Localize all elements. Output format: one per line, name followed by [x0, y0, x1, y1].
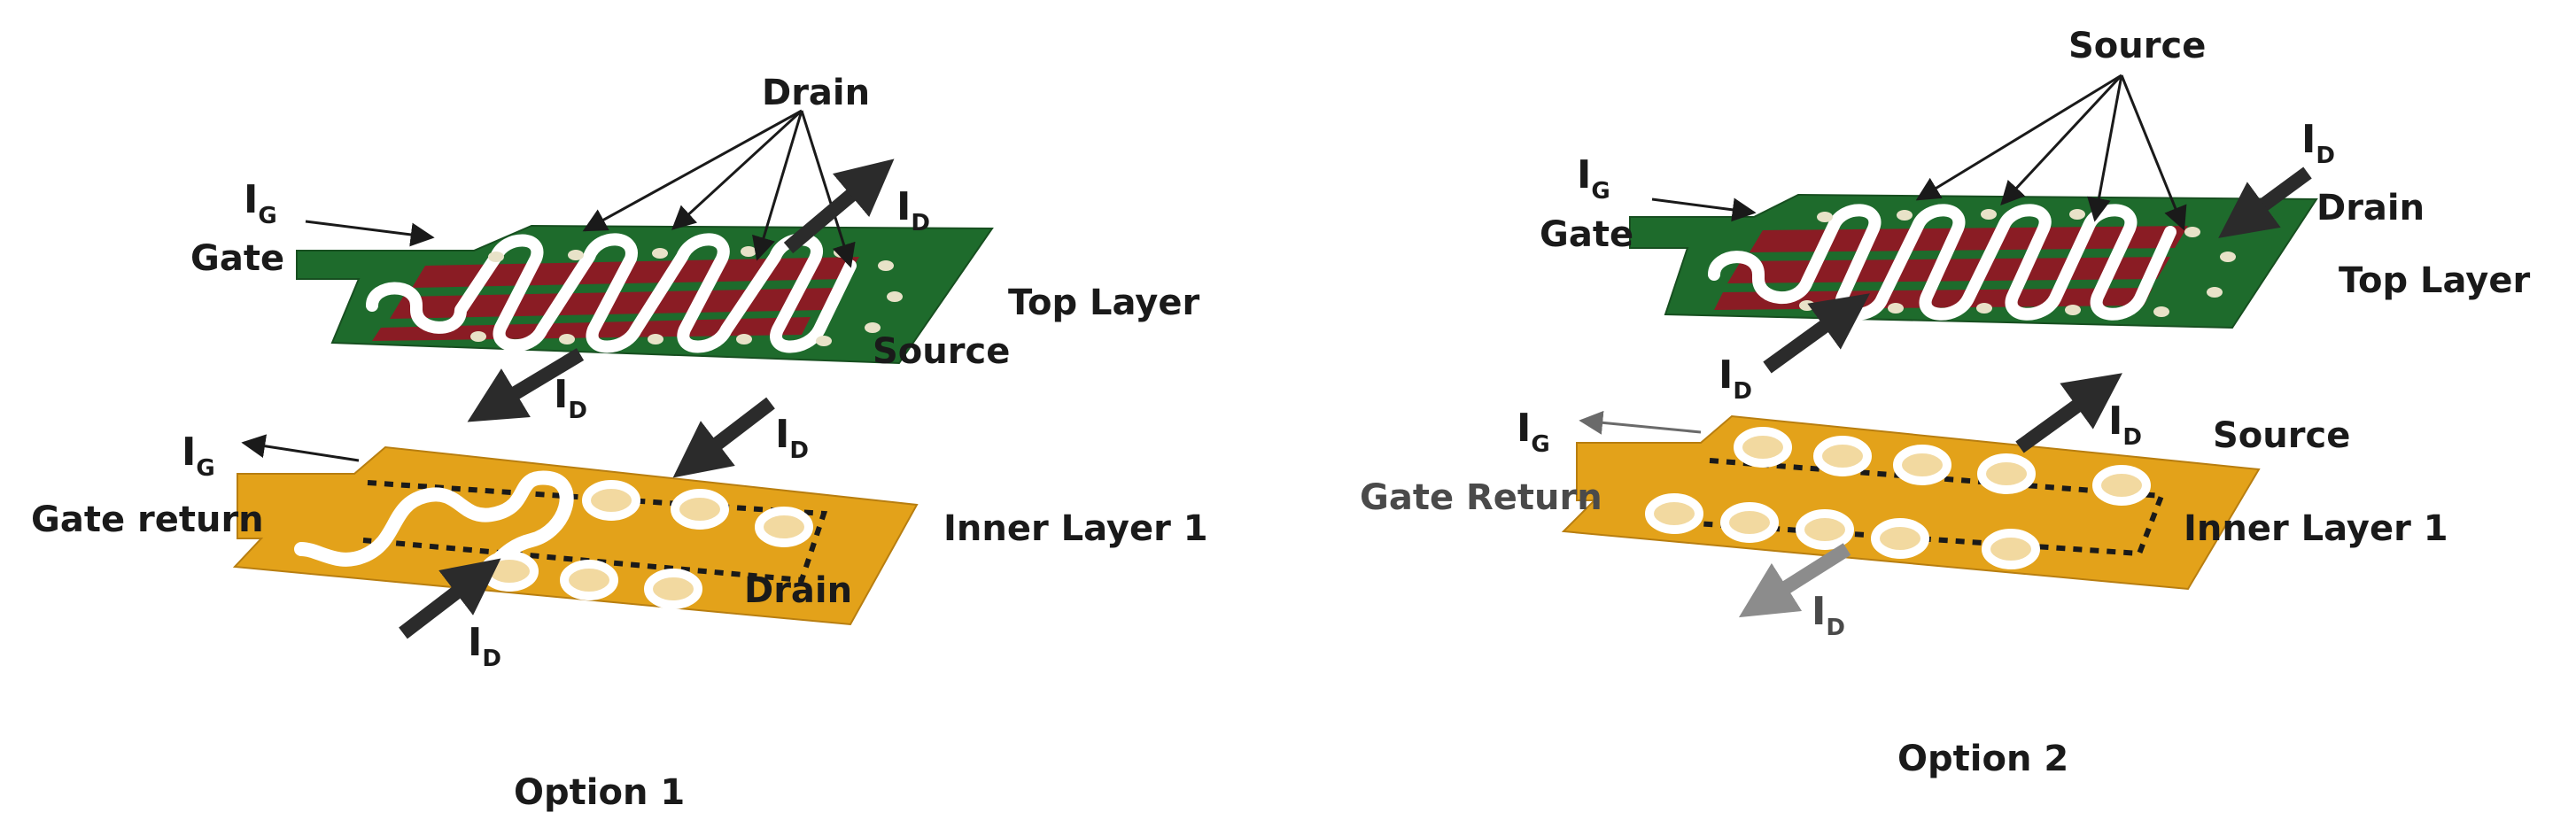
option1-ig-top-label: IG: [244, 177, 277, 229]
option1-drain-top-label: Drain: [762, 73, 870, 113]
option1-id-top-right-label: ID: [896, 184, 930, 236]
option1-dotted-outline: [362, 480, 828, 584]
option1-inner-vias: [480, 480, 813, 609]
option2-id-bottom-arrow: [1738, 543, 1851, 618]
option2-top-layer: [1629, 193, 2318, 329]
option2-fat-arrows: [1763, 166, 2312, 453]
option1-source-label: Source: [873, 331, 1010, 372]
option1-diagram: Drain IG Gate ID Top Layer Source ID ID …: [31, 73, 1208, 813]
option2-id-top-right-label: ID: [2301, 117, 2335, 169]
option2-inner-layer: [1561, 414, 2261, 591]
option1-fat-arrows: [399, 159, 895, 639]
option1-id-left-label: ID: [554, 372, 587, 424]
option1-thin-arrows: [241, 109, 856, 462]
option2-drain-label: Drain: [2316, 188, 2425, 228]
option2-ig-inner-label: IG: [1517, 406, 1550, 458]
option2-id-mid-label: ID: [2108, 399, 2142, 451]
option2-gate-return-label: Gate Return: [1360, 477, 1602, 518]
option1-id-bottom-label: ID: [468, 620, 501, 672]
option2-ig-top-label: IG: [1577, 152, 1610, 205]
option1-drain-inner-label: Drain: [744, 570, 852, 611]
option1-caption: Option 1: [514, 772, 685, 813]
option2-ig-inner-arrow: [1579, 410, 1702, 435]
option2-inner-vias: [1645, 427, 2151, 569]
option1-inner-layer-label: Inner Layer 1: [943, 508, 1208, 549]
option2-id-left-label: ID: [1719, 352, 1752, 405]
option1-ig-inner-label: IG: [182, 430, 215, 482]
option2-top-layer-label: Top Layer: [2339, 260, 2530, 301]
option1-gate-return-label: Gate return: [31, 499, 264, 540]
option2-inner-layer-label: Inner Layer 1: [2184, 508, 2448, 549]
option2-diagram: Source IG Gate ID Drain Top Layer ID ID …: [1360, 26, 2530, 779]
option2-source-inner-label: Source: [2213, 415, 2350, 456]
option1-inner-layer: [232, 445, 919, 626]
option1-top-pads: [470, 246, 903, 346]
option1-gate-return-trace: [294, 470, 574, 587]
option2-gate-label: Gate: [1540, 214, 1633, 255]
option2-caption: Option 2: [1897, 739, 2068, 779]
option1-gate-label: Gate: [190, 238, 284, 279]
option1-top-layer-label: Top Layer: [1008, 283, 1199, 323]
option2-source-top-label: Source: [2068, 26, 2206, 66]
option1-top-layer: [296, 224, 994, 365]
option1-id-mid-label: ID: [775, 412, 809, 464]
option2-thin-arrows: [1651, 74, 2187, 231]
option2-id-bottom-label: ID: [1812, 589, 1845, 641]
